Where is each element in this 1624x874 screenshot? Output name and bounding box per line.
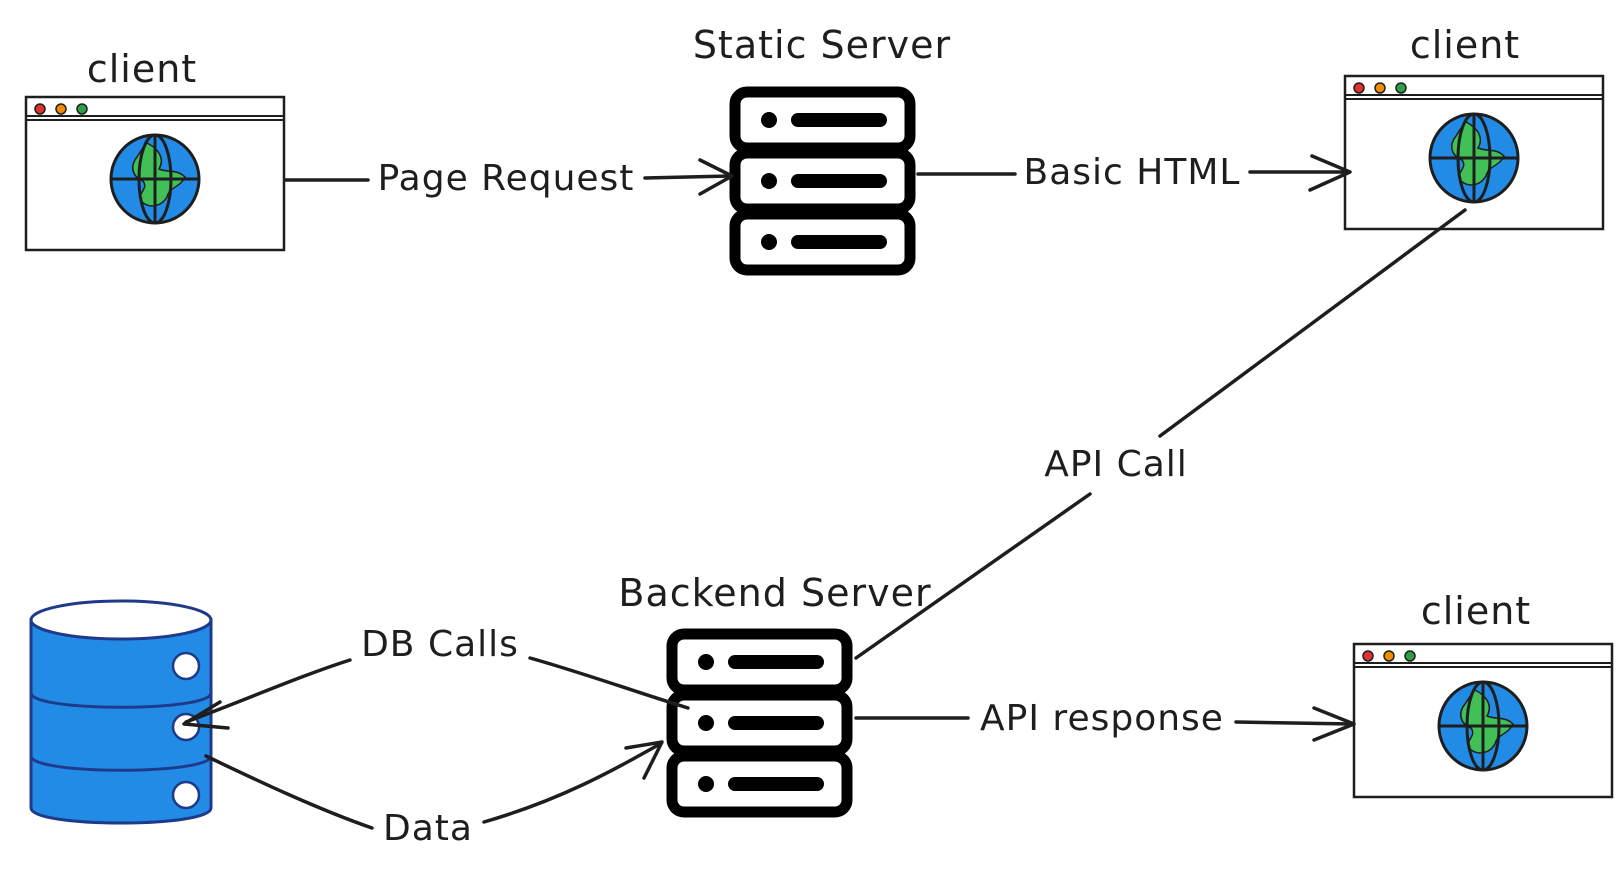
edge-data-label: Data bbox=[383, 808, 473, 849]
edge-api-response: API response bbox=[854, 698, 1356, 742]
backend-server-label: Backend Server bbox=[618, 571, 931, 615]
edge-page-request: Page Request bbox=[283, 158, 734, 199]
edge-page-request-label: Page Request bbox=[378, 158, 635, 199]
database-cylinder-icon bbox=[29, 599, 213, 825]
static-server-label: Static Server bbox=[693, 23, 951, 67]
browser-window-globe-icon bbox=[1352, 642, 1614, 799]
client-top-left-label: client bbox=[87, 47, 197, 91]
client-top-left: client bbox=[24, 47, 286, 252]
static-server: Static Server bbox=[693, 23, 951, 270]
edge-basic-html: Basic HTML bbox=[916, 152, 1352, 193]
client-bottom-right: client bbox=[1352, 589, 1614, 799]
edge-api-response-label: API response bbox=[980, 698, 1224, 739]
edge-api-call-label: API Call bbox=[1044, 444, 1188, 485]
client-top-right-label: client bbox=[1410, 23, 1520, 67]
server-rack-icon bbox=[672, 634, 847, 812]
browser-window-globe-icon bbox=[1343, 74, 1605, 231]
client-bottom-right-label: client bbox=[1421, 589, 1531, 633]
backend-server: Backend Server bbox=[618, 571, 931, 812]
client-top-right: client bbox=[1343, 23, 1605, 231]
edge-basic-html-label: Basic HTML bbox=[1024, 152, 1241, 193]
edge-data: Data bbox=[204, 740, 664, 849]
edge-db-calls-label: DB Calls bbox=[361, 624, 519, 665]
edge-api-call: API Call bbox=[854, 208, 1467, 660]
browser-window-globe-icon bbox=[24, 95, 286, 252]
edge-db-calls: DB Calls bbox=[182, 624, 690, 730]
server-rack-icon bbox=[735, 92, 910, 270]
